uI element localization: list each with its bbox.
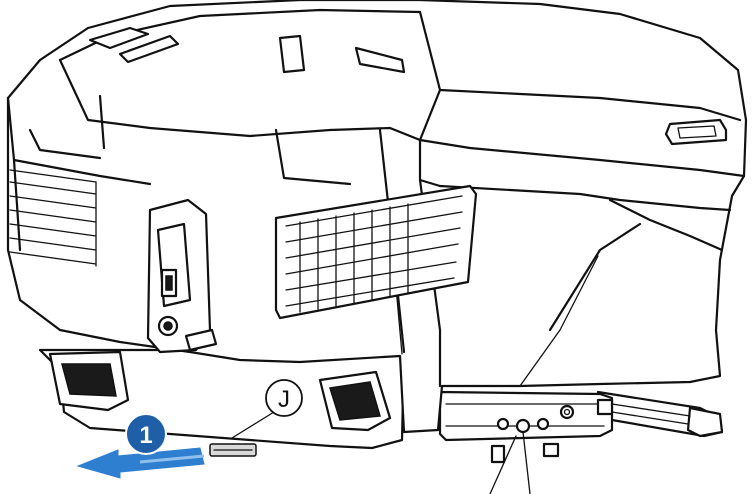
step-badge: 1 — [125, 413, 167, 455]
hitch-bar — [596, 390, 724, 438]
callout-j: J — [231, 379, 303, 439]
leader-lines — [489, 431, 531, 494]
step-number: 1 — [139, 422, 152, 449]
direction-arrow — [76, 447, 205, 479]
mounting-bracket — [438, 390, 614, 464]
side-vent-grille — [274, 184, 478, 320]
callout-label: J — [278, 386, 290, 413]
release-clip — [209, 443, 257, 457]
grab-handle-left — [48, 350, 130, 412]
grab-handle-right — [318, 370, 392, 432]
front-latch — [146, 198, 218, 354]
side-vent-left — [9, 169, 97, 267]
